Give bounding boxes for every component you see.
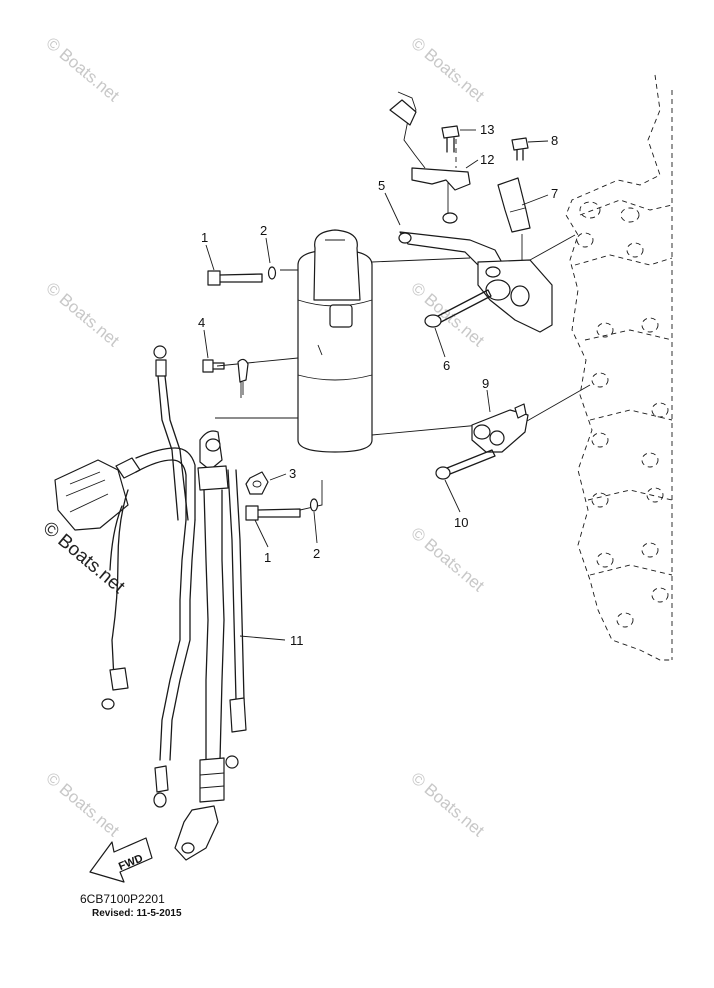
watermarks: © Boats.net © Boats.net © Boats.net © Bo… (39, 34, 488, 841)
bolt-1-upper (207, 270, 263, 286)
clip-12 (389, 91, 471, 191)
nut-3 (245, 471, 269, 495)
bracket-7 (497, 177, 531, 233)
starter-relay (477, 259, 553, 333)
callout-2-upper: 2 (260, 223, 267, 238)
watermark: © Boats.net (407, 769, 488, 841)
callout-13: 13 (480, 122, 494, 137)
callout-8: 8 (551, 133, 558, 148)
watermark: © Boats.net (42, 34, 123, 106)
callout-11: 11 (290, 633, 304, 648)
callout-12: 12 (480, 152, 494, 167)
washer-2-upper (267, 266, 277, 280)
callouts: 1 2 4 5 13 12 8 7 6 9 3 1 2 10 11 (198, 122, 558, 648)
callout-10: 10 (454, 515, 468, 530)
callout-7: 7 (551, 186, 558, 201)
callout-3: 3 (289, 466, 296, 481)
callout-9: 9 (482, 376, 489, 391)
bolt-8 (511, 137, 529, 161)
holder-9 (471, 403, 529, 453)
part-code: 6CB7100P2201 (80, 892, 165, 906)
washer-2-lower (309, 498, 319, 512)
callout-1-lower: 1 (264, 550, 271, 565)
diagram-footer: 6CB7100P2201 Revised: 11-5-2015 (80, 892, 182, 919)
watermark: © Boats.net (407, 34, 488, 106)
starter-motor (297, 229, 373, 453)
watermark: © Boats.net (42, 769, 123, 841)
bolt-13 (441, 125, 460, 153)
engine-block (565, 74, 673, 661)
callout-1-upper: 1 (201, 230, 208, 245)
watermark: © Boats.net (407, 524, 488, 596)
wire-harness-11 (54, 345, 247, 861)
bolt-10 (435, 449, 496, 480)
callout-5: 5 (378, 178, 385, 193)
callout-2-lower: 2 (313, 546, 320, 561)
bolt-1-lower (245, 505, 301, 521)
screw-4 (202, 358, 249, 398)
bolt-6 (424, 289, 492, 328)
revised-date: Revised: 11-5-2015 (92, 908, 182, 919)
fwd-arrow: FWD (89, 837, 153, 883)
callout-4: 4 (198, 315, 205, 330)
watermark: © Boats.net (407, 279, 488, 351)
callout-leaders (203, 129, 549, 641)
callout-6: 6 (443, 358, 450, 373)
watermark: © Boats.net (42, 279, 123, 351)
